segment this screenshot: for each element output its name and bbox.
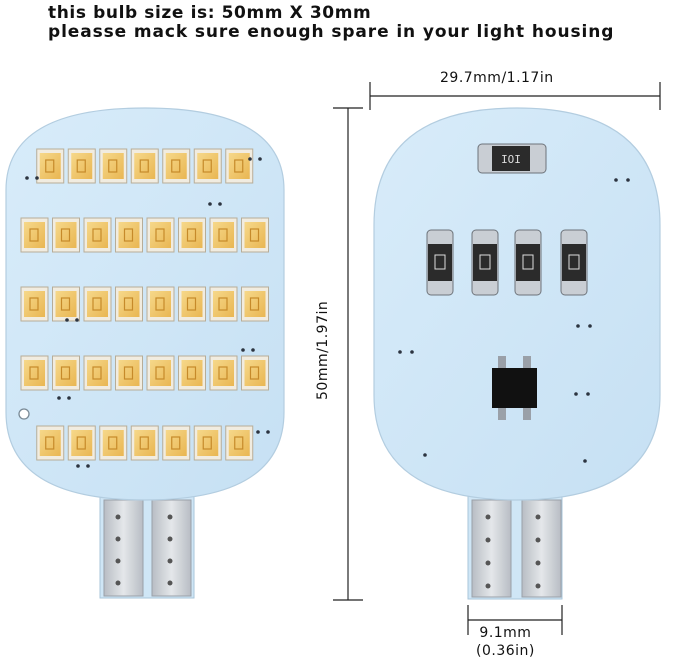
caption-line-2: pleasse mack sure enough spare in your l… xyxy=(48,22,615,42)
base-dimension-in: (0.36in) xyxy=(476,643,535,659)
led-chip xyxy=(52,355,80,391)
led-chip xyxy=(209,355,238,391)
resistor-top: IOI xyxy=(477,143,547,174)
resistor xyxy=(514,229,542,296)
led-board-front xyxy=(5,107,285,599)
led-chip xyxy=(225,148,254,184)
led-chip xyxy=(162,148,191,184)
led-chip xyxy=(67,148,96,184)
svg-text:IOI: IOI xyxy=(501,153,521,166)
led-chip xyxy=(83,217,112,253)
via-dots xyxy=(25,157,270,468)
led-chip xyxy=(146,355,175,391)
led-chip xyxy=(178,217,206,253)
led-chip xyxy=(162,425,191,461)
led-array xyxy=(20,148,269,461)
led-chip xyxy=(146,286,175,322)
bridge-rectifier xyxy=(492,356,537,420)
resistor xyxy=(560,229,588,296)
product-size-caption: this bulb size is: 50mm X 30mm pleasse m… xyxy=(48,4,614,42)
led-chip xyxy=(241,217,269,253)
led-board-back: IOI xyxy=(373,107,661,600)
led-chip xyxy=(241,355,269,391)
led-chip xyxy=(115,286,143,322)
led-chip xyxy=(209,217,238,253)
via-dots-back xyxy=(398,178,630,463)
led-chip xyxy=(20,286,49,322)
led-chip xyxy=(36,425,65,461)
width-dimension-label: 29.7mm/1.17in xyxy=(440,70,554,86)
led-chip xyxy=(178,286,206,322)
resistor xyxy=(471,229,499,296)
led-chip xyxy=(36,148,65,184)
led-chip xyxy=(99,148,128,184)
height-dimension-label: 50mm/1.97in xyxy=(315,300,331,400)
led-chip xyxy=(115,217,143,253)
led-chip xyxy=(20,217,49,253)
led-chip xyxy=(193,148,222,184)
led-chip xyxy=(193,425,222,461)
led-chip xyxy=(178,355,206,391)
mount-hole-icon xyxy=(18,408,30,420)
led-chip xyxy=(20,355,49,391)
resistor xyxy=(426,229,454,296)
led-chip xyxy=(52,286,80,322)
resistor-row xyxy=(426,229,588,296)
led-chip xyxy=(225,425,254,461)
led-chip xyxy=(67,425,96,461)
led-chip xyxy=(83,355,112,391)
led-chip xyxy=(209,286,238,322)
caption-line-1: this bulb size is: 50mm X 30mm xyxy=(48,3,372,23)
led-chip xyxy=(130,148,159,184)
led-chip xyxy=(115,355,143,391)
led-chip xyxy=(241,286,269,322)
led-chip xyxy=(52,217,80,253)
led-chip xyxy=(146,217,175,253)
base-terminal-front xyxy=(99,494,195,599)
led-chip xyxy=(83,286,112,322)
base-dimension-mm: 9.1mm xyxy=(479,625,532,641)
led-chip xyxy=(130,425,159,461)
base-dimension-label: 9.1mm (0.36in) xyxy=(476,624,535,660)
dimension-lines xyxy=(333,82,661,635)
led-chip xyxy=(99,425,128,461)
base-terminal-back xyxy=(467,493,563,600)
